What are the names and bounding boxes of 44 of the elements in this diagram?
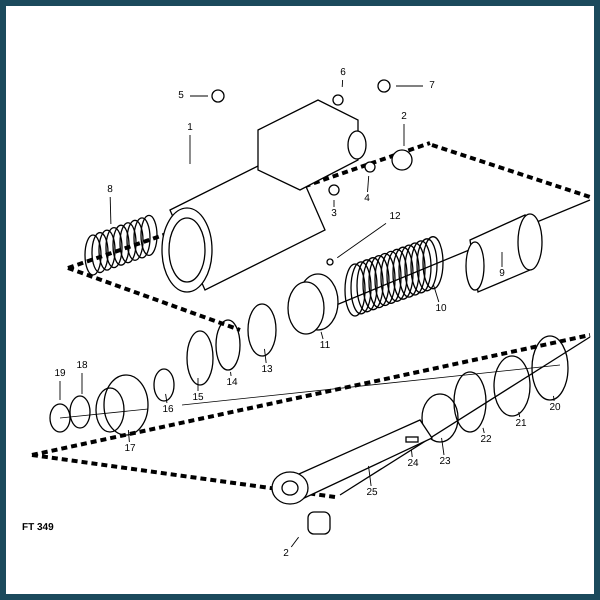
leader-line (336, 222, 386, 258)
leader-line (432, 283, 440, 302)
callout-number: 9 (494, 268, 510, 280)
callout-number: 3 (326, 208, 342, 220)
leader-line (320, 331, 324, 340)
leader-line (553, 396, 555, 402)
callout-number: 15 (190, 392, 206, 404)
callout-number: 11 (317, 340, 333, 352)
callout-number: 6 (335, 67, 351, 79)
callout-number: 20 (547, 402, 563, 414)
callout-number: 10 (433, 303, 449, 315)
callout-number: 1 (182, 122, 198, 134)
leader-line (165, 394, 168, 404)
callout-number: 2 (278, 548, 294, 560)
leader-line (367, 176, 370, 192)
leader-line (482, 427, 485, 434)
leader-line (290, 536, 300, 548)
callout-number: 4 (359, 193, 375, 205)
callout-number: 7 (424, 80, 440, 92)
callout-number: 16 (160, 404, 176, 416)
callout-number: 25 (364, 487, 380, 499)
leader-line (518, 411, 520, 418)
callout-number: 19 (52, 368, 68, 380)
callout-number: 21 (513, 418, 529, 430)
callout-number: 18 (74, 360, 90, 372)
leader-line (342, 80, 344, 88)
callout-number: 17 (122, 443, 138, 455)
leader-line (128, 430, 130, 442)
drawing-code: FT 349 (22, 522, 54, 533)
callout-number: 24 (405, 458, 421, 470)
leader-line (264, 348, 267, 364)
callout-number: 22 (478, 434, 494, 446)
leader-line (230, 372, 232, 376)
callout-number: 2 (396, 111, 412, 123)
callout-number: 13 (259, 364, 275, 376)
callout-number: 23 (437, 456, 453, 468)
callout-number: 5 (173, 90, 189, 102)
callout-number: 8 (102, 184, 118, 196)
leader-line (411, 450, 413, 458)
callout-number: 12 (387, 211, 403, 223)
callout-number: 14 (224, 377, 240, 389)
leader-line (441, 438, 444, 456)
leader-line (368, 466, 372, 486)
leader-line (110, 196, 112, 224)
